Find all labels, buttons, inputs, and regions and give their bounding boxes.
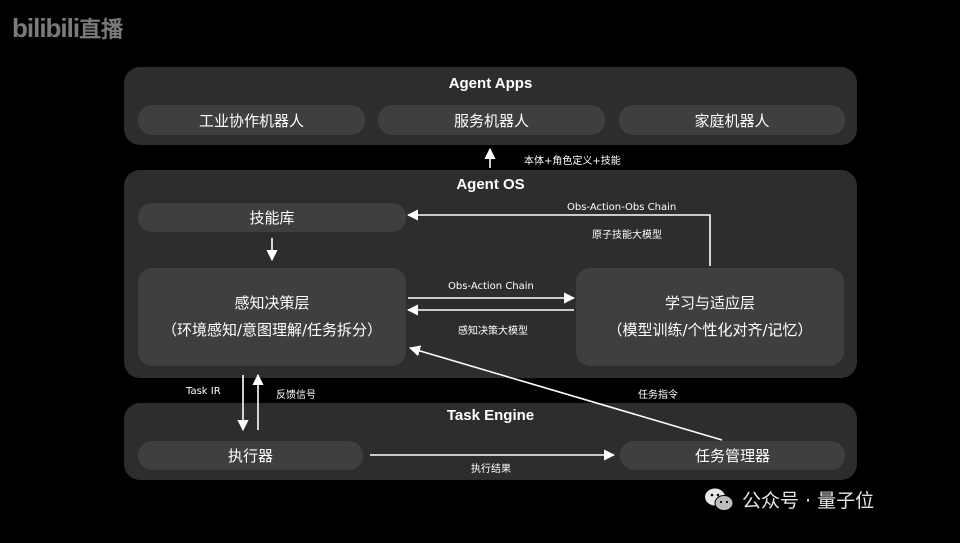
label-obs-action-obs-chain: Obs-Action-Obs Chain xyxy=(567,202,677,213)
arrow-learning-to-skill xyxy=(406,209,711,266)
task-engine-panel: Task Engine 执行器 任务管理器 xyxy=(124,403,857,480)
logo-suffix: 直播 xyxy=(79,18,124,43)
arrow-taskmanager-to-perception xyxy=(408,345,723,441)
app-home-robot: 家庭机器人 xyxy=(619,105,845,135)
logo-brand: bilibili xyxy=(12,13,80,43)
learning-layer-detail: （模型训练/个性化对齐/记忆） xyxy=(607,321,813,339)
agent-os-panel: Agent OS 技能库 感知决策层 （环境感知/意图理解/任务拆分） 学习与适… xyxy=(124,170,857,378)
learning-adaptation-layer: 学习与适应层 （模型训练/个性化对齐/记忆） xyxy=(576,268,844,366)
perception-decision-layer: 感知决策层 （环境感知/意图理解/任务拆分） xyxy=(138,268,406,366)
perception-layer-title: 感知决策层 xyxy=(234,294,310,312)
agent-os-title: Agent OS xyxy=(456,176,525,193)
agent-apps-title: Agent Apps xyxy=(448,75,533,92)
perception-layer-detail: （环境感知/意图理解/任务拆分） xyxy=(161,321,383,339)
learning-layer-title: 学习与适应层 xyxy=(664,294,755,312)
app-industrial-robot: 工业协作机器人 xyxy=(138,105,365,135)
task-manager-box: 任务管理器 xyxy=(620,441,845,470)
label-connector: 本体+角色定义+技能 xyxy=(524,156,621,167)
wechat-watermark: 公众号 · 量子位 xyxy=(704,486,874,513)
label-obs-action-chain: Obs-Action Chain xyxy=(448,281,534,292)
label-feedback-signal: 反馈信号 xyxy=(276,390,316,401)
agent-apps-panel: Agent Apps 工业协作机器人 服务机器人 家庭机器人 xyxy=(124,67,857,145)
skill-library-box: 技能库 xyxy=(138,203,406,232)
watermark-text: 公众号 · 量子位 xyxy=(742,490,875,512)
bilibili-live-logo: bilibili直播 xyxy=(12,12,123,44)
wechat-icon xyxy=(705,488,734,511)
task-engine-title: Task Engine xyxy=(446,407,535,424)
label-execution-result: 执行结果 xyxy=(471,464,511,475)
label-perception-decision-model: 感知决策大模型 xyxy=(458,326,528,337)
label-task-ir: Task IR xyxy=(186,386,221,397)
label-atomic-skill-model: 原子技能大模型 xyxy=(592,230,662,241)
label-task-command: 任务指令 xyxy=(638,390,678,401)
app-service-robot: 服务机器人 xyxy=(378,105,605,135)
executor-box: 执行器 xyxy=(138,441,363,470)
